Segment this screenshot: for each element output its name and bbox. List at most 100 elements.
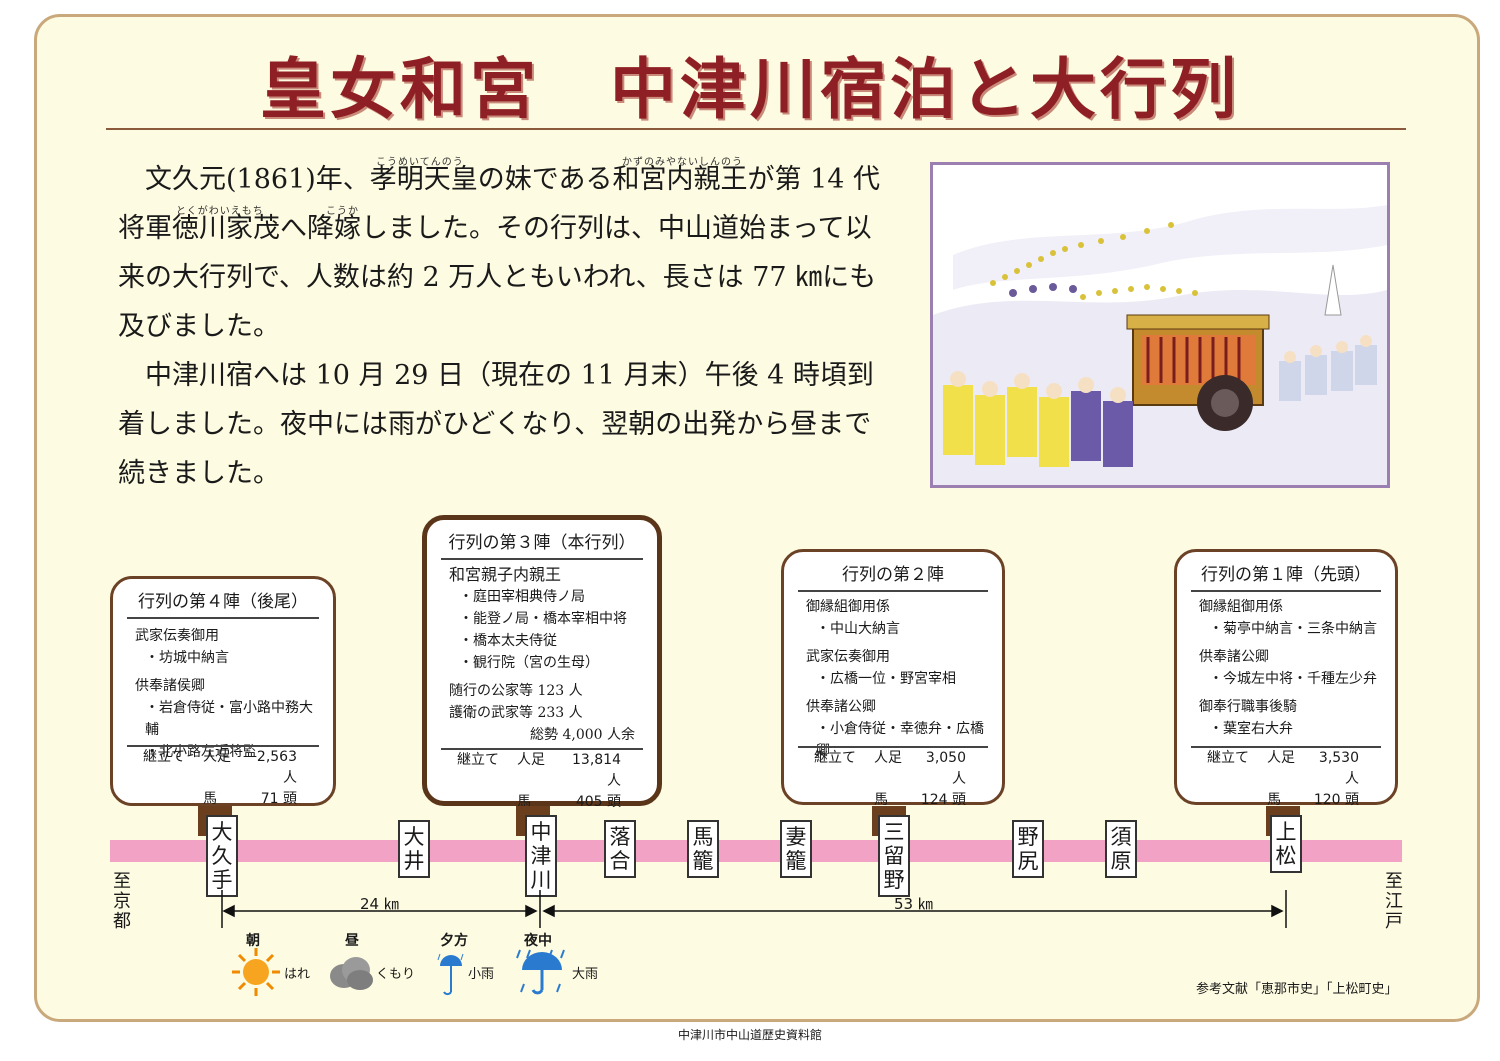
box-3-body: 和宮親子内親王 ・庭田宰相典侍ノ局 ・能登ノ局・橋本宰相中将 ・橋本太夫侍従 ・… (449, 564, 643, 746)
box-2-title: 行列の第２陣 (798, 560, 988, 592)
weather-time-noon: 昼 (345, 933, 359, 949)
footer-value: 3,050 人 (925, 750, 966, 787)
footer-key: 人足 (1267, 750, 1295, 766)
vertical-char: 上 (1275, 820, 1297, 844)
box-1-line: ・葉室右大弁 (1209, 721, 1293, 737)
umbrella-rain-icon (516, 949, 565, 995)
vertical-char: 三 (883, 820, 905, 844)
vertical-char: 尻 (1017, 849, 1039, 873)
vertical-char: 至 (113, 871, 131, 892)
box-3-line: ・観行院（宮の生母） (459, 655, 599, 671)
footer-value: 13,814 人 (572, 752, 621, 789)
footer-label: 継立て (143, 749, 185, 765)
procession-box-4: 行列の第４陣（後尾） 武家伝奏御用 ・坊城中納言 供奉諸侯卿 ・岩倉侍従・富小路… (110, 576, 336, 807)
vertical-char: 松 (1275, 844, 1297, 868)
vertical-char: 留 (883, 844, 905, 868)
vertical-char: 須 (1110, 825, 1132, 849)
box-3-line: ・橋本太夫侍従 (459, 633, 557, 649)
station-midono: 三留野 (878, 815, 910, 897)
box-2-line: 供奉諸公卿 (806, 699, 876, 715)
vertical-char: 久 (211, 844, 233, 868)
vertical-char: 都 (113, 911, 131, 932)
end-label-kyoto: 至京都 (112, 872, 132, 932)
vertical-char: 馬 (692, 825, 714, 849)
vertical-char: 江 (1385, 891, 1403, 912)
vertical-char: 津 (530, 844, 552, 868)
umbrella-icon (437, 953, 464, 996)
intro-text: 文久元(1861)年、孝明天皇の妹である和宮内親王が第 14 代将軍徳川家茂へ降… (118, 155, 888, 498)
vertical-char: 戸 (1385, 911, 1403, 932)
weather-label-cloudy: くもり (376, 967, 416, 982)
vertical-char: 野 (1017, 825, 1039, 849)
footer-key: 人足 (203, 749, 231, 765)
footer-value: 120 頭 (1313, 792, 1359, 808)
vertical-char: 中 (530, 820, 552, 844)
station-nojiri: 野尻 (1012, 820, 1044, 878)
vertical-char: 合 (609, 849, 631, 873)
vertical-char: 至 (1385, 871, 1403, 892)
box-4-line: 供奉諸侯卿 (135, 678, 205, 694)
footer-key: 人足 (517, 752, 545, 768)
box-3-line: 随行の公家等 123 人 (449, 683, 583, 699)
station-magome: 馬籠 (687, 820, 719, 878)
weather-time-morning: 朝 (246, 933, 260, 949)
box-3-title: 行列の第３陣（本行列） (441, 528, 643, 560)
box-1-line: 御奉行職事後騎 (1199, 699, 1297, 715)
box-4-line: ・岩倉侍従・富小路中務大輔 (145, 700, 313, 738)
footer-value: 124 頭 (920, 792, 966, 808)
footer-label: 継立て (1207, 750, 1249, 766)
page-title: 皇女和宮 中津川宿泊と大行列 (260, 51, 1240, 128)
weather-label-sunny: はれ (284, 967, 311, 982)
weather-label-heavy-rain: 大雨 (572, 967, 599, 982)
reference-note: 参考文献「恵那市史」「上松町史」 (1196, 982, 1398, 997)
ruby-kouka: こうか (326, 206, 359, 217)
box-3-line: ・庭田宰相典侍ノ局 (459, 589, 585, 605)
box-4-body: 武家伝奏御用 ・坊城中納言 供奉諸侯卿 ・岩倉侍従・富小路中務大輔 ・北小路左近… (135, 625, 319, 763)
procession-box-1: 行列の第１陣（先頭） 御縁組御用係 ・菊亭中納言・三条中納言 供奉諸公卿 ・今城… (1174, 549, 1398, 808)
box-2-line: ・広橋一位・野宮宰相 (816, 671, 956, 687)
footer-key: 人足 (874, 750, 902, 766)
box-3-line: ・能登ノ局・橋本宰相中将 (459, 611, 627, 627)
vertical-char: 井 (403, 849, 425, 873)
vertical-char: 籠 (692, 849, 714, 873)
vertical-char: 落 (609, 825, 631, 849)
station-agematsu: 上松 (1270, 815, 1302, 873)
station-tsumago: 妻籠 (780, 820, 812, 878)
footer-label: 継立て (457, 752, 499, 768)
station-ookute: 大久手 (206, 815, 238, 897)
ruby-koumei: こうめいてんのう (376, 157, 464, 168)
box-2-line: 武家伝奏御用 (806, 649, 890, 665)
footer-key: 馬 (203, 791, 217, 807)
footer-key: 馬 (1267, 792, 1281, 808)
ruby-kazunomiya: かずのみやないしんのう (622, 157, 743, 168)
distance-53km: 53 ㎞ (894, 895, 933, 913)
footer-value: 3,530 人 (1318, 750, 1359, 787)
vertical-char: 野 (883, 868, 905, 892)
box-4-line: 武家伝奏御用 (135, 628, 219, 644)
vertical-char: 川 (530, 868, 552, 892)
vertical-char: 原 (1110, 849, 1132, 873)
box-3-line: 和宮親子内親王 (449, 565, 562, 584)
box-2-line: ・中山大納言 (816, 621, 900, 637)
box-1-title: 行列の第１陣（先頭） (1191, 560, 1381, 592)
procession-box-3: 行列の第３陣（本行列） 和宮親子内親王 ・庭田宰相典侍ノ局 ・能登ノ局・橋本宰相… (422, 515, 662, 810)
vertical-char: 妻 (785, 825, 807, 849)
box-1-line: 供奉諸公卿 (1199, 649, 1269, 665)
weather-time-night: 夜中 (524, 933, 552, 949)
cloud-icon (330, 957, 373, 990)
procession-box-2: 行列の第２陣 御縁組御用係 ・中山大納言 武家伝奏御用 ・広橋一位・野宮宰相 供… (781, 549, 1005, 808)
paragraph-2: 中津川宿へは 10 月 29 日（現在の 11 月末）午後 4 時頃到着しました… (118, 360, 874, 489)
station-suhara: 須原 (1105, 820, 1137, 878)
footer-value: 71 頭 (260, 791, 297, 807)
footer-label: 継立て (814, 750, 856, 766)
box-1-body: 御縁組御用係 ・菊亭中納言・三条中納言 供奉諸公卿 ・今城左中将・千種左少弁 御… (1199, 596, 1381, 740)
vertical-char: 籠 (785, 849, 807, 873)
box-1-line: 御縁組御用係 (1199, 599, 1283, 615)
end-label-edo: 至江戸 (1384, 872, 1404, 932)
station-ooi: 大井 (398, 820, 430, 878)
footer-value: 2,563 人 (256, 749, 297, 786)
nakasendo-road (110, 840, 1402, 862)
paragraph-1: 文久元(1861)年、孝明天皇の妹である和宮内親王が第 14 代将軍徳川家茂へ降… (118, 164, 881, 342)
